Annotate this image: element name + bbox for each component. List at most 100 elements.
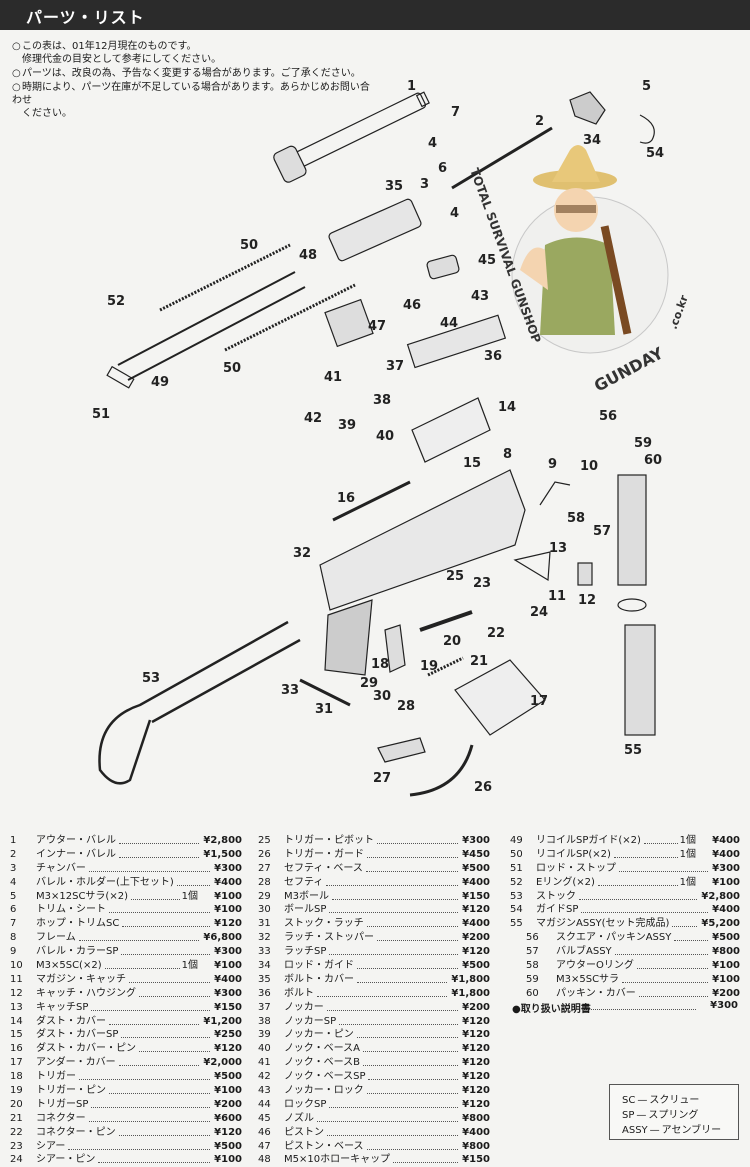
part-number-label: 32	[293, 546, 311, 561]
part-number: 12	[10, 987, 23, 999]
dot-leader	[357, 1037, 458, 1039]
part-price: ¥200	[462, 1001, 490, 1013]
part-price: ¥150	[214, 1001, 242, 1013]
part-price: ¥120	[462, 1029, 490, 1041]
part-number: 15	[10, 1029, 23, 1041]
dot-leader	[639, 995, 708, 997]
part-number-label: 23	[473, 576, 491, 591]
part-price: ¥800	[462, 1140, 490, 1152]
part-number-label: 17	[530, 694, 548, 709]
part-qty: 1個	[179, 959, 198, 973]
part-number-label: 40	[376, 429, 394, 444]
note-text: パーツは、改良の為、予告なく変更する場合があります。ご了承ください。	[22, 68, 361, 79]
part-name: ボルト・カバー	[284, 973, 354, 985]
part-name: マガジンASSY(セット完成品)	[536, 918, 670, 930]
part-price: ¥100	[214, 904, 242, 916]
part-name: ノッカー・ロック	[284, 1085, 364, 1097]
part-number: 40	[258, 1043, 271, 1055]
part-number: 6	[10, 904, 17, 916]
part-number: 36	[258, 987, 271, 999]
dot-leader	[329, 954, 458, 956]
part-price: ¥400	[712, 904, 740, 916]
part-number: 35	[258, 973, 271, 985]
legend-dash: —	[649, 1125, 660, 1136]
manual-bullet: ●	[512, 1004, 521, 1015]
part-number: 16	[10, 1043, 23, 1055]
part-number-label: 12	[578, 593, 596, 608]
dot-leader	[119, 1065, 199, 1067]
part-number-label: 4	[428, 136, 437, 151]
dot-leader	[393, 1162, 458, 1164]
part-number: 51	[510, 862, 523, 874]
part-name: シアー・ピン	[36, 1154, 96, 1166]
part-price: ¥500	[712, 932, 740, 944]
part-price: ¥120	[462, 904, 490, 916]
part-number-label: 56	[599, 409, 617, 424]
part-number: 27	[258, 862, 271, 874]
part-number-label: 29	[360, 676, 378, 691]
dot-leader	[129, 981, 210, 983]
part-price: ¥200	[214, 1098, 242, 1110]
part-number-label: 50	[223, 361, 241, 376]
part-price: ¥400	[712, 835, 740, 846]
part-name: ノズル	[284, 1112, 314, 1124]
part-name: コネクター・ピン	[36, 1126, 116, 1138]
part-price: ¥400	[712, 848, 740, 860]
dot-leader	[91, 1009, 210, 1011]
part-number-label: 30	[373, 689, 391, 704]
dot-leader	[357, 981, 447, 983]
dot-leader	[109, 1023, 199, 1025]
dot-leader	[327, 1009, 458, 1011]
part-name: インナー・バレル	[36, 848, 116, 860]
dot-leader	[139, 1051, 210, 1053]
dot-leader	[614, 856, 686, 858]
part-number: 3	[10, 862, 17, 874]
part-number: 2	[10, 848, 17, 860]
part-number-label: 35	[385, 179, 403, 194]
part-name: フレーム	[36, 932, 76, 944]
part-number: 24	[10, 1154, 23, 1166]
part-price: ¥100	[712, 876, 740, 888]
part-number-label: 7	[451, 105, 460, 120]
part-price: ¥200	[712, 987, 740, 999]
part-number: 1	[10, 835, 17, 846]
part-price: ¥500	[462, 960, 490, 972]
dot-leader	[327, 1134, 458, 1136]
watermark-domain-text: .co.kr	[667, 293, 691, 331]
legend-row: SC—スクリュー	[622, 1091, 699, 1106]
part-number: 29	[258, 890, 271, 902]
legend-dash: —	[637, 1095, 648, 1106]
part-price: ¥120	[214, 1043, 242, 1055]
part-name: ダスト・カバー	[36, 1015, 106, 1027]
part-number: 32	[258, 932, 271, 944]
part-number-label: 59	[634, 436, 652, 451]
part-price: ¥200	[462, 932, 490, 944]
dot-leader	[332, 898, 458, 900]
part-number-label: 16	[337, 491, 355, 506]
part-number-label: 13	[549, 541, 567, 556]
part-number: 46	[258, 1126, 271, 1138]
part-number-label: 58	[567, 511, 585, 526]
dot-leader	[79, 940, 199, 942]
part-price: ¥1,800	[451, 987, 490, 999]
part-number: 11	[10, 973, 23, 985]
dot-leader	[89, 1120, 210, 1122]
part-number-label: 28	[397, 699, 415, 714]
part-number: 10	[10, 960, 23, 972]
